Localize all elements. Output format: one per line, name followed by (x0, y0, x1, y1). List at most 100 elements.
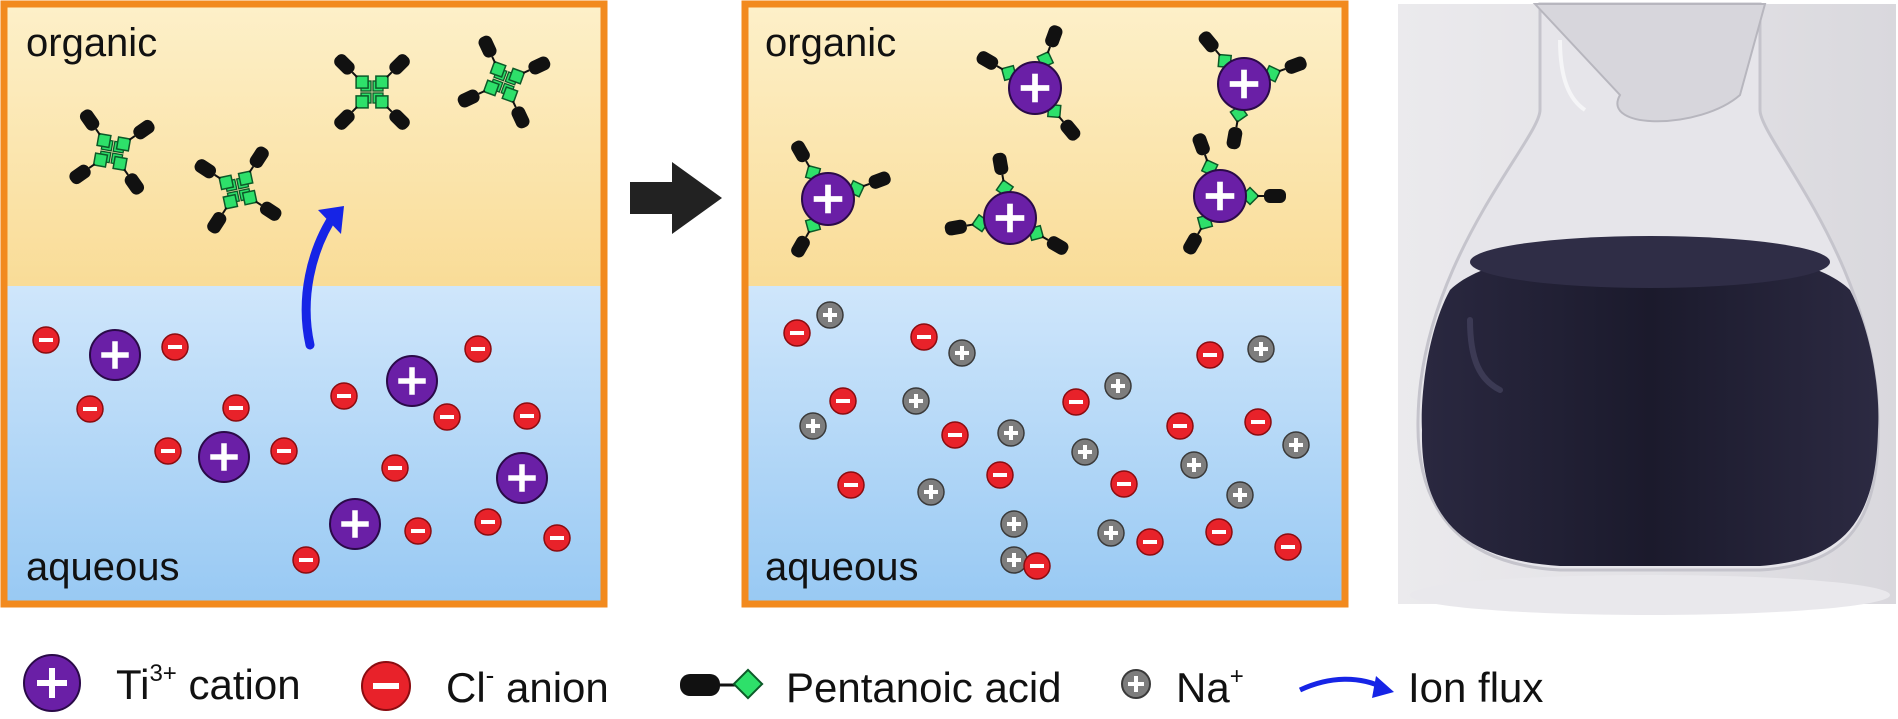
svg-text:Na+: Na+ (1176, 663, 1244, 711)
cl-anion (910, 323, 938, 351)
cl-anion (1244, 408, 1272, 436)
cl-anion (154, 437, 182, 465)
ti-cation (198, 431, 250, 483)
pentanoic-acid (69, 152, 109, 185)
pentanoic-acid (501, 86, 530, 129)
cl-anion (222, 394, 250, 422)
cl-anion (433, 403, 461, 431)
pentanoic-acid-clusters (69, 35, 551, 234)
cl-anion (1062, 388, 1090, 416)
pentanoic-acid-icon (680, 674, 720, 696)
na-cation (997, 419, 1025, 447)
dark-solution (1421, 245, 1879, 566)
legend-ion-flux: Ion flux (1298, 664, 1543, 711)
svg-text:Ti3+ cation: Ti3+ cation (116, 660, 301, 708)
legend: Ti3+ cation Cl- anion Pentanoic acid Na+ (23, 654, 1543, 712)
ion-flux-icon (1298, 676, 1386, 693)
right-panel: organic aqueous (741, 0, 1349, 608)
cl-suffix: anion (494, 664, 608, 711)
ti-cation (1008, 61, 1062, 115)
ti-superscript: 3+ (149, 660, 176, 687)
pentanoic-acid (115, 119, 155, 152)
cl-anion (270, 437, 298, 465)
acid-cluster (334, 54, 410, 130)
cl-anion (513, 402, 541, 430)
pentanoic-acid (237, 146, 269, 187)
na-label: Na (1176, 664, 1230, 711)
pentanoic-acid (457, 79, 500, 108)
legend-na-cation: Na+ (1121, 663, 1244, 711)
ti-cation (1217, 57, 1271, 111)
pentanoic-acid (112, 155, 145, 195)
pentanoic-acid (79, 109, 112, 149)
flask-photo (1398, 2, 1896, 615)
panel-frame (741, 0, 1349, 608)
na-cation (1000, 510, 1028, 538)
na-cation (917, 478, 945, 506)
organic-label: organic (765, 21, 896, 65)
cl-anion (1166, 412, 1194, 440)
cl-anion (1110, 470, 1138, 498)
na-cation (799, 412, 827, 440)
pentanoic-acid (334, 95, 369, 130)
na-cation (816, 301, 844, 329)
cl-anion (32, 326, 60, 354)
acid-cluster (194, 146, 282, 234)
ti-suffix: cation (177, 661, 301, 708)
flux-label: Ion flux (1408, 664, 1543, 711)
pentanoic-acid (791, 216, 822, 258)
cl-anion (783, 319, 811, 347)
cl-anion (330, 382, 358, 410)
cl-anion (837, 471, 865, 499)
na-cation (1104, 372, 1132, 400)
pentanoic-acid (334, 54, 369, 89)
cl-anion (1205, 518, 1233, 546)
cl-anion (986, 461, 1014, 489)
na-cation (1071, 438, 1099, 466)
na-cation (1180, 451, 1208, 479)
ion-flux-arrow (301, 207, 341, 350)
aqueous-phase (745, 286, 1345, 604)
aqueous-label: aqueous (765, 545, 918, 589)
pentanoic-acid (478, 35, 507, 78)
cl-anion (1136, 528, 1164, 556)
ti-cation (801, 172, 855, 226)
cl-anion (161, 333, 189, 361)
aqueous-ions (32, 326, 571, 574)
ti-cation (496, 452, 548, 504)
ti-cation (89, 329, 141, 381)
cl-superscript: - (486, 660, 495, 690)
aqueous-ions (783, 301, 1310, 580)
legend-cl-anion: Cl- anion (361, 660, 609, 711)
na-cation (948, 339, 976, 367)
cl-anion (829, 387, 857, 415)
svg-text:Cl- anion: Cl- anion (446, 660, 609, 711)
ion-flux-arrowhead (318, 206, 344, 234)
pentanoic-acid (194, 159, 235, 191)
na-cation (1226, 481, 1254, 509)
cl-anion (543, 524, 571, 552)
na-cation (1097, 519, 1125, 547)
ti-cation (329, 498, 381, 550)
cl-anion (474, 508, 502, 536)
ti-cation (1193, 169, 1247, 223)
ti-acid-complexes (791, 25, 1307, 258)
cl-anion (1196, 341, 1224, 369)
flask-stopper (1532, 3, 1767, 123)
cl-anion (1274, 533, 1302, 561)
ti-cation (386, 355, 438, 407)
na-cation (1282, 431, 1310, 459)
cl-anion (1023, 552, 1051, 580)
pentanoic-acid (508, 56, 551, 85)
left-panel: organic aqueous (0, 0, 608, 608)
na-superscript: + (1230, 663, 1244, 690)
acid-cluster (69, 109, 155, 195)
aqueous-label: aqueous (26, 545, 179, 589)
na-cation (1000, 546, 1028, 574)
pentanoic-acid (207, 193, 239, 234)
cl-label: Cl (446, 664, 486, 711)
pentanoic-acid (241, 189, 282, 221)
cl-anion (76, 395, 104, 423)
cl-anion (464, 335, 492, 363)
